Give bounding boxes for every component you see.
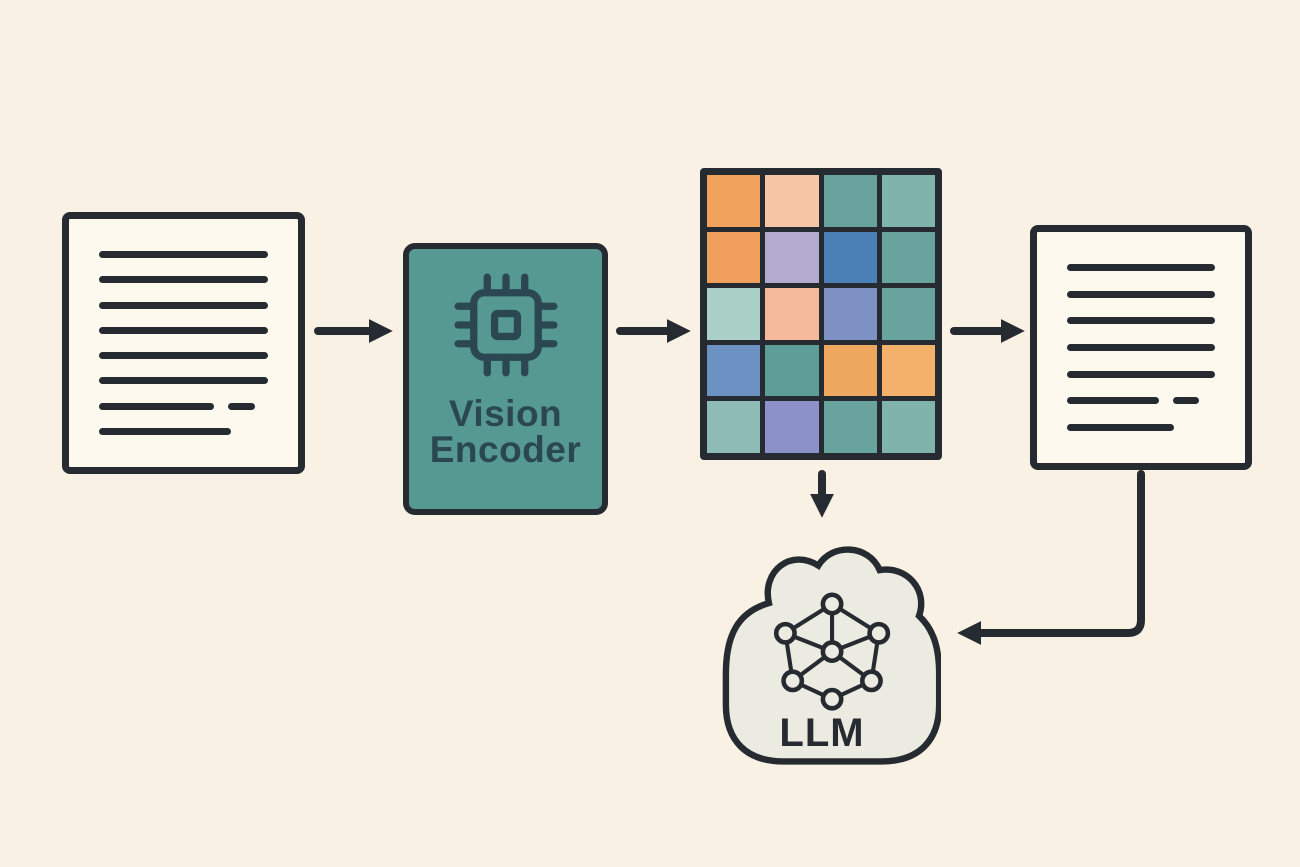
grid-cell — [823, 401, 877, 453]
document-text-line — [1067, 317, 1215, 325]
grid-cell — [707, 401, 761, 453]
grid-cell — [823, 231, 877, 284]
neural-network-icon — [773, 592, 891, 711]
llm-label: LLM — [779, 711, 865, 755]
grid-cell — [707, 175, 761, 227]
grid-cell — [823, 175, 877, 227]
grid-cell — [881, 344, 935, 397]
grid-cell — [707, 288, 761, 340]
document-text-line — [99, 251, 268, 258]
grid-cell — [765, 344, 819, 397]
llm-cloud: LLM — [703, 523, 941, 771]
grid-cell — [765, 288, 819, 340]
document-text-line — [1067, 290, 1215, 298]
document-text-line — [1067, 370, 1215, 378]
vision-encoder-label-line2: Encoder — [429, 429, 582, 471]
grid-cell — [881, 401, 935, 453]
grid-cell — [765, 231, 819, 284]
document-text-line — [99, 301, 268, 309]
document-text-line — [99, 352, 268, 360]
grid-cell — [707, 231, 761, 284]
document-text-line — [99, 402, 268, 410]
output-document — [1030, 225, 1252, 470]
grid-cell — [765, 175, 819, 227]
document-text-line — [99, 377, 268, 385]
patch-grid — [700, 168, 942, 460]
document-text-line — [1067, 423, 1215, 431]
grid-cell — [881, 231, 935, 284]
document-text-line — [1067, 397, 1215, 405]
vision-encoder-box: Vision Encoder — [403, 243, 608, 515]
grid-cell — [823, 288, 877, 340]
grid-cell — [881, 175, 935, 227]
document-text-line — [1067, 343, 1215, 351]
vision-encoder-label: Vision Encoder — [429, 393, 582, 471]
document-text-line — [99, 427, 268, 435]
document-text-line — [99, 326, 268, 334]
arrow-output-to-llm — [957, 470, 1145, 645]
grid-cell — [881, 288, 935, 340]
grid-cell — [823, 344, 877, 397]
document-text-line — [1067, 264, 1215, 271]
vision-encoder-label-line1: Vision — [448, 393, 563, 434]
input-document — [62, 212, 305, 474]
grid-cell — [707, 344, 761, 397]
grid-cell — [765, 401, 819, 453]
chip-icon — [454, 273, 558, 382]
document-text-line — [99, 276, 268, 284]
